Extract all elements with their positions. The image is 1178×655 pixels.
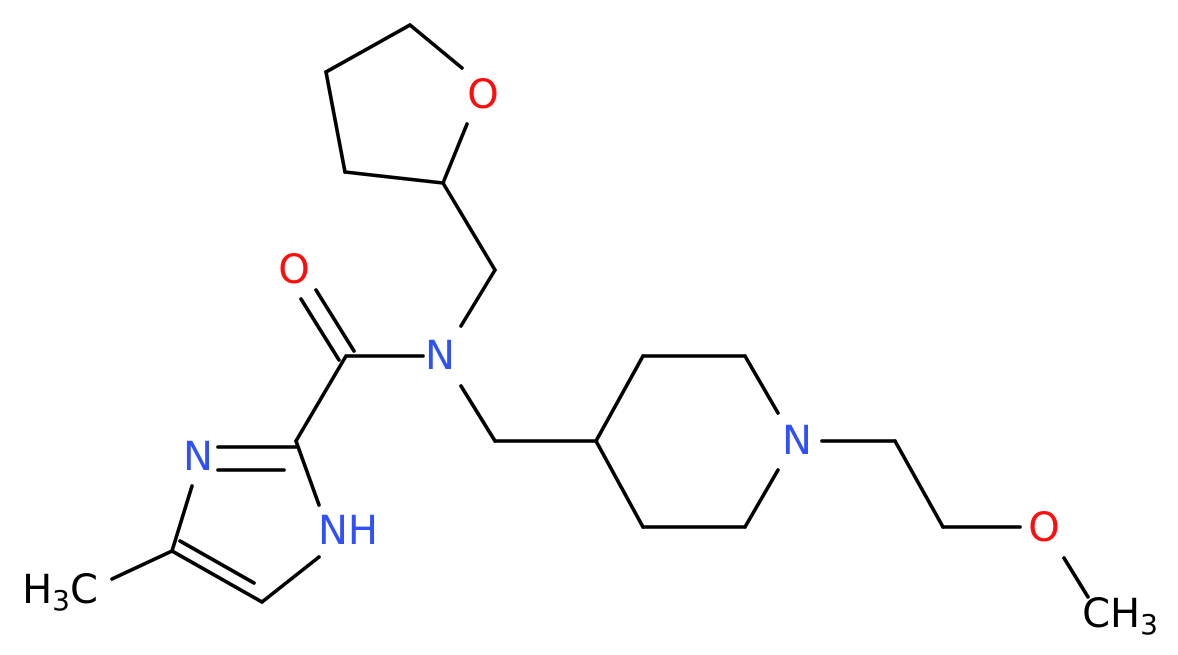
bond-n-ch2-pip [459, 384, 497, 443]
bond-imid-c2-nh [294, 439, 321, 507]
bond-imid-nh-c5 [260, 555, 321, 604]
bond-thf-2 [408, 23, 464, 70]
methyl-left-c: C [70, 567, 98, 613]
bond-pip-4 [743, 468, 780, 529]
imidazole-nitrogen-label: N [183, 434, 213, 480]
bond-o-ch3 [1062, 556, 1090, 599]
bond-carbonyl-2 [314, 288, 356, 353]
bond-thf-4 [343, 170, 445, 185]
bond-pip-6 [594, 439, 645, 529]
bond-thf-1 [324, 23, 412, 74]
bond-thf-5 [324, 70, 347, 174]
bond-chain-2 [893, 439, 945, 529]
methyl-right-label: CH3 [1082, 591, 1158, 641]
bond-c2-carbonyl [294, 354, 348, 443]
bond-ch2-n [459, 268, 497, 328]
ether-oxygen-label: O [1028, 505, 1059, 551]
bond-imid-c5-c4-a [170, 549, 264, 604]
carbonyl-oxygen-label: O [278, 247, 309, 293]
bond-imid-c4-n3 [170, 484, 194, 553]
ring-oxygen-label: O [467, 72, 498, 118]
methyl-right-subscript: 3 [1140, 608, 1158, 641]
bond-pip-3 [743, 354, 780, 415]
piperidine-nitrogen-label: N [782, 418, 812, 464]
amide-nitrogen-label: N [425, 333, 455, 379]
bond-carbonyl-1 [299, 297, 341, 362]
bond-c4-methyl [110, 549, 174, 581]
methyl-left-label: H3C [22, 567, 98, 617]
bond-pip-1 [594, 354, 645, 443]
methyl-right-ch: CH [1082, 591, 1140, 637]
methyl-left-subscript: 3 [52, 584, 70, 617]
bond-thf-3 [441, 122, 469, 185]
methyl-left-h: H [22, 567, 52, 613]
bond-thf-ch2 [441, 181, 497, 272]
imidazole-nh-label: NH [318, 508, 378, 554]
bond-imid-c5-c4-b [178, 539, 256, 585]
